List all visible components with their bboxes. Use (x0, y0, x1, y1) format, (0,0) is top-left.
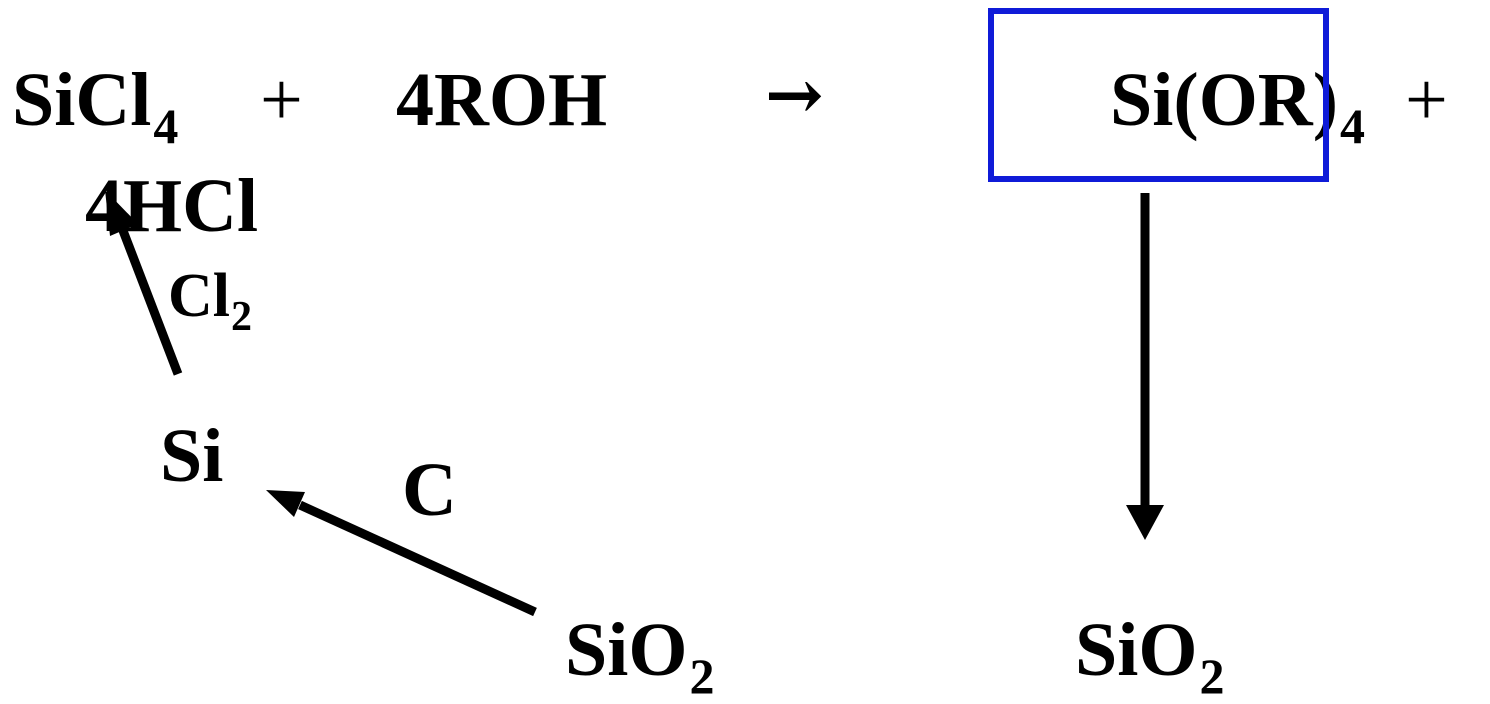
label-cl2: Cl2 (168, 262, 252, 338)
highlight-box (988, 8, 1329, 182)
product-si-or-4-base: Si(OR) (1110, 58, 1338, 142)
label-si: Si (160, 414, 224, 498)
label-cl2-base: Cl (168, 262, 230, 330)
label-sio2-left-base: SiO (565, 608, 688, 692)
arrow-si-or-4-to-sio2 (1126, 193, 1164, 540)
plus-sign-2: + (1405, 58, 1448, 142)
arrow-si-to-sicl4 (105, 190, 183, 376)
reactant-sicl4-subscript: 4 (153, 98, 179, 154)
label-c: C (402, 448, 457, 532)
reactant-sicl4-base: SiCl (12, 58, 152, 142)
product-si-or-4: Si(OR)4 (1110, 62, 1365, 151)
label-sio2-right-subscript: 2 (1199, 648, 1225, 704)
label-sio2-right: SiO2 (1075, 612, 1225, 701)
reactant-sicl4: SiCl4 (12, 62, 178, 151)
arrow-sio2-to-si (266, 490, 537, 617)
label-sio2-left: SiO2 (565, 612, 715, 701)
label-sio2-right-base: SiO (1075, 608, 1198, 692)
reaction-arrow: → (765, 53, 824, 136)
product-si-or-4-subscript: 4 (1340, 98, 1365, 154)
reactant-4roh: 4ROH (396, 58, 608, 142)
label-sio2-left-subscript: 2 (689, 648, 715, 704)
plus-sign-1: + (260, 58, 303, 142)
label-cl2-subscript: 2 (231, 294, 252, 340)
